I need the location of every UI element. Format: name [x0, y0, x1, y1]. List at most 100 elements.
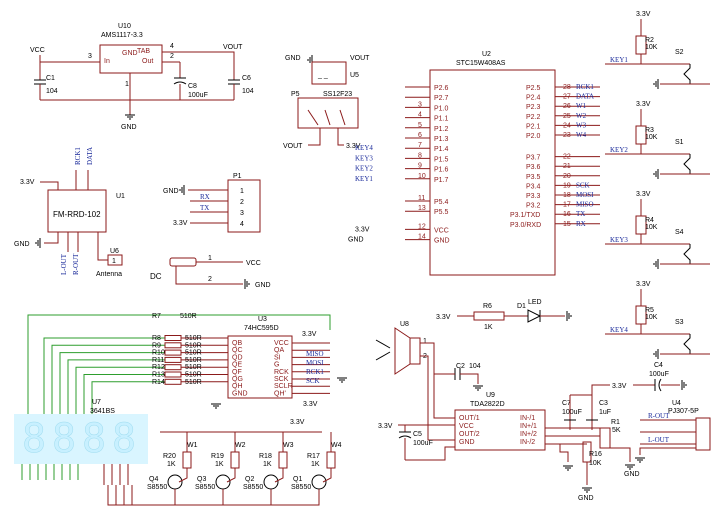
switch-u5: GND VOUT _ _ U5 SS12F23 P5 VOUT 3.3V: [283, 54, 370, 150]
shift-register-u3: U3 74HC595D QBQCQDQEQFQGQHGNDVCCQASIGRCK…: [27, 313, 348, 420]
audio-jack-section: C4 100uF 3.3V U4 PJ307-5P R-OUT L-OUT: [612, 362, 711, 463]
c7-val: 100uF: [562, 409, 582, 416]
display-digit: 8: [52, 416, 76, 462]
mcu-left-pin-name: P5.5: [434, 209, 449, 216]
mcu-left-pin-num: 12: [418, 223, 426, 230]
key-3v3: 3.3V: [636, 11, 651, 18]
p1-pin2: 2: [240, 199, 244, 206]
amp-3v3: 3.3V: [378, 423, 393, 430]
speaker-cone: [394, 327, 411, 375]
key-net: KEY4: [610, 326, 628, 334]
p1-ref: P1: [233, 173, 242, 180]
segment-res-val: 510R: [185, 335, 202, 342]
led-label: LED: [528, 299, 542, 306]
mcu-left-pin-name: P1.7: [434, 177, 449, 184]
key-res-ref: R4: [645, 217, 654, 224]
key-res-ref: R2: [645, 37, 654, 44]
u9-right-pin: IN+/1: [520, 423, 537, 430]
u10-part: AMS1117-3.3: [101, 32, 143, 39]
u9-part: TDA2822D: [470, 401, 505, 408]
mcu-left-pin-name: GND: [434, 238, 450, 245]
u10-body: [99, 44, 163, 74]
display-digit: 8: [112, 416, 136, 462]
p1-pin1: 1: [240, 188, 244, 195]
u8-ref: U8: [400, 321, 409, 328]
p1-body: [227, 179, 261, 233]
p5-vout: VOUT: [283, 143, 303, 150]
segment-res-val: 510R: [185, 379, 202, 386]
driver-res-val: 1K: [263, 461, 272, 468]
key-res-ref: R3: [645, 127, 654, 134]
driver-q-ref: Q4: [149, 476, 158, 483]
display-ref: U7: [92, 399, 101, 406]
mcu-right-pin-num: 24: [563, 122, 571, 129]
mcu-part: STC15W408AS: [456, 60, 506, 67]
mcu-left-pin-name: P2.6: [434, 85, 449, 92]
u10-pin4: 4: [170, 43, 174, 50]
radio-net-rck1: RCK1: [74, 147, 82, 165]
u9-left-pin: GND: [459, 439, 475, 446]
u3-right-pin: QH': [274, 390, 286, 397]
u9-right-pin: IN+/2: [520, 431, 537, 438]
u6-ref: U6: [110, 248, 119, 255]
driver-q-type: S8550: [243, 484, 263, 491]
c5-ref: C5: [413, 431, 422, 438]
segment-res-ref: R12: [152, 364, 165, 371]
c1-val: 104: [46, 88, 58, 95]
u3-body: [227, 335, 293, 399]
u10-gnd: GND: [122, 50, 138, 57]
key-pullup-resistor: [635, 305, 647, 325]
driver-base-resistor: [230, 451, 240, 469]
speaker-body: [409, 337, 421, 365]
mcu-left-net: KEY1: [355, 175, 373, 183]
u5-symbol: _ _: [317, 72, 328, 79]
display-digit: 8: [82, 416, 106, 462]
driver-res-val: 1K: [167, 461, 176, 468]
u4-lout: L-OUT: [648, 436, 670, 444]
antenna-label: Antenna: [96, 271, 122, 278]
mcu-left-net: KEY2: [355, 165, 373, 173]
key-sw-ref: S3: [675, 319, 684, 326]
mcu-right-pin-name: P2.4: [526, 95, 541, 102]
regulator-section: U10 AMS1117-3.3 In Out TAB GND 3 4 2 1 V…: [30, 23, 254, 131]
p1-gnd: GND: [163, 188, 179, 195]
u3-left-pin: QF: [232, 369, 242, 376]
mcu-right-net: MOSI: [576, 191, 594, 199]
segment-resistor: [164, 378, 182, 385]
mcu-left-pin-num: 13: [418, 205, 426, 212]
u10-pin2: 2: [170, 53, 174, 60]
mcu-right-net: W1: [576, 102, 587, 110]
mcu-right-net: TX: [576, 210, 585, 218]
segment-resistor: [164, 342, 182, 349]
key-res-ref: R5: [645, 307, 654, 314]
mcu-right-pin-num: 16: [563, 211, 571, 218]
mcu-left-pin-num: 14: [418, 234, 426, 241]
u4-part: PJ307-5P: [668, 408, 699, 415]
led-circuit: 3.3V R6 1K D1 LED: [436, 299, 572, 331]
mcu-left-pin-name: VCC: [434, 227, 449, 234]
mcu-right-pin-num: 19: [563, 182, 571, 189]
driver-q-type: S8550: [147, 484, 167, 491]
mcu-right-pin-num: 15: [563, 221, 571, 228]
dc-vcc: VCC: [246, 260, 261, 267]
key-switches: 3.3VR210KKEY1S23.3VR310KKEY2S13.3VR410KK…: [605, 11, 710, 360]
segment-res-val: 510R: [185, 342, 202, 349]
c7-ref: C7: [562, 400, 571, 407]
mcu-left-pin-num: 6: [418, 132, 422, 139]
u4-ref: U4: [672, 400, 681, 407]
radio-part: FM-RRD-102: [53, 210, 101, 219]
driver-q-ref: Q1: [293, 476, 302, 483]
r7-val: 510R: [180, 313, 197, 320]
mcu-left-pin-num: 4: [418, 112, 422, 119]
radio-body: [47, 189, 107, 233]
mcu-left-pin-name: P1.5: [434, 156, 449, 163]
digit-drivers: W1R201KQ4S8550W2R191KQ3S8550W3R181KQ2S85…: [107, 432, 342, 506]
u3-left-pin: QC: [232, 347, 243, 354]
vcc-label: VCC: [30, 47, 45, 54]
u5-body: [311, 61, 347, 85]
key-switch-symbol: [683, 244, 691, 264]
c8-ref: C8: [188, 83, 197, 90]
mcu-right-pin-name: P3.7: [526, 155, 541, 162]
u4-rout: R-OUT: [648, 412, 670, 420]
driver-w-net: W1: [187, 442, 198, 449]
